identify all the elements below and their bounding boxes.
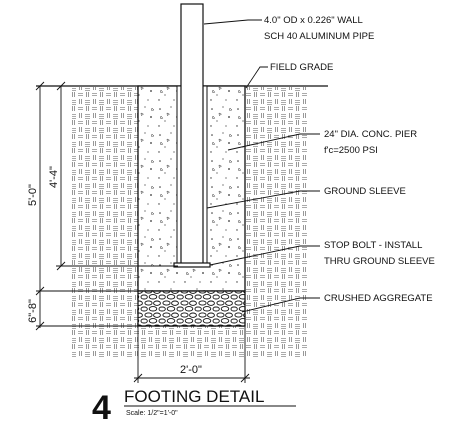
callout-sleeve: GROUND SLEEVE [324,186,406,197]
dim-pier-width-label: 2'-0" [180,364,202,376]
callout-pier-line2: f'c=2500 PSI [324,145,378,156]
leader-pipe [203,19,262,25]
aluminum-pipe [180,3,204,267]
soil-hatch-right [245,87,307,357]
stop-bolt [173,262,211,268]
dim-pier-width [133,326,250,383]
callout-bolt-line1: STOP BOLT - INSTALL [324,240,422,251]
callout-aggregate: CRUSHED AGGREGATE [324,293,433,304]
crushed-aggregate [137,290,246,327]
dim-aggregate-depth-label: 6"-8" [27,299,39,323]
dim-sleeve-depth [56,81,178,271]
dim-total-depth-label: 5'-0" [27,184,39,206]
dim-sleeve-depth-label: 4'-4" [48,166,60,188]
leader-bolt [209,245,320,266]
leader-pier [227,133,320,151]
detail-scale: Scale: 1/2"=1'-0" [126,410,178,417]
detail-number: 4 [92,389,111,423]
callout-pipe-line2: SCH 40 ALUMINUM PIPE [264,31,374,42]
callout-grade: FIELD GRADE [270,62,333,73]
detail-title: FOOTING DETAIL [124,387,264,406]
leader-grade [245,66,268,89]
callout-bolt-line2: THRU GROUND SLEEVE [324,256,435,267]
callout-pier-line1: 24" DIA. CONC. PIER [324,129,417,140]
leader-aggregate [241,297,320,313]
soil-hatch-bottom [138,326,245,357]
leader-sleeve [206,190,320,209]
callout-pipe-line1: 4.0" OD x 0.226" WALL [264,15,363,26]
dim-aggregate-depth [35,291,138,331]
soil-hatch-left [72,87,138,357]
